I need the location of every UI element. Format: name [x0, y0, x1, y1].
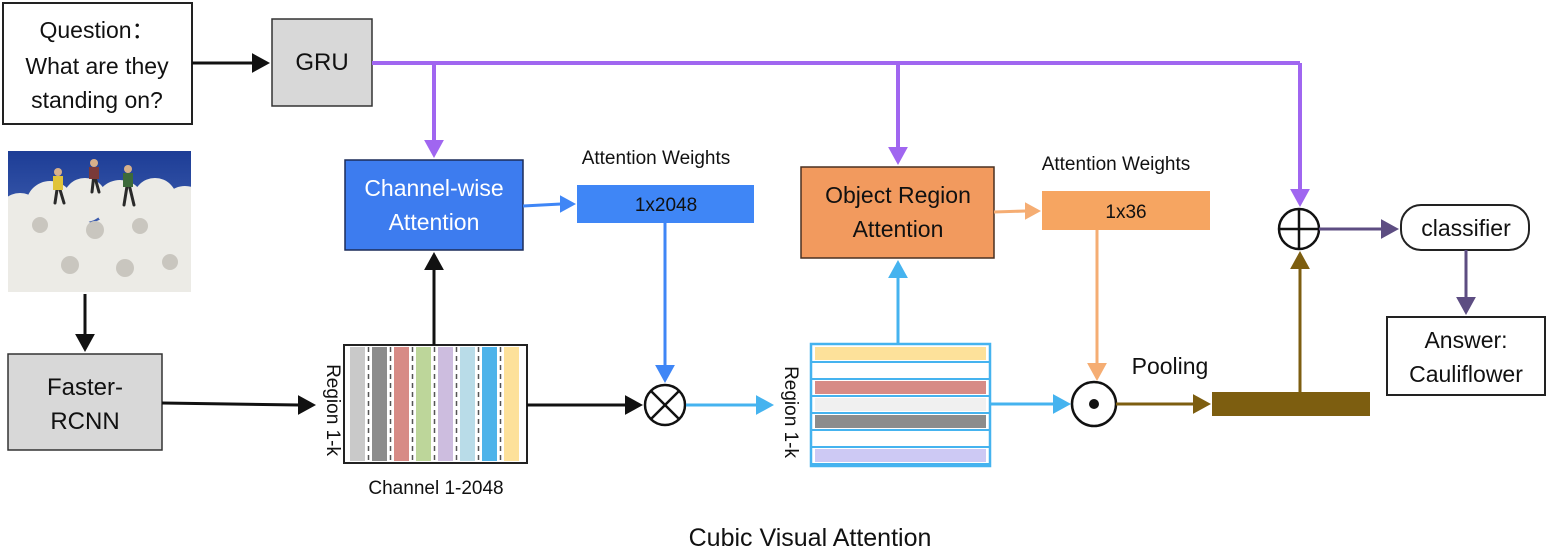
arrow-head: [252, 53, 270, 73]
channel-stripe: [438, 347, 453, 461]
multiply-operator: [643, 383, 687, 427]
pooling-label: Pooling: [1132, 353, 1209, 379]
arrow-head: [1053, 394, 1071, 414]
region-row: [815, 415, 986, 428]
arrow-head: [1290, 189, 1310, 207]
region-row: [815, 381, 986, 394]
add-operator: [1277, 207, 1321, 251]
channel-stripe: [350, 347, 365, 461]
flow-arrows: [75, 53, 1476, 415]
object-weights-title: Attention Weights: [1042, 154, 1191, 175]
arrow-head: [1193, 394, 1211, 414]
region-row: [815, 449, 986, 462]
pooled-feature-bar: [1212, 392, 1370, 416]
region-row: [815, 432, 986, 445]
object-weights-label: 1x36: [1105, 202, 1146, 223]
question-line-2: What are they: [25, 53, 169, 79]
channel-stripes: [350, 347, 519, 461]
channel-feature-map: Region 1-k Channel 1-2048: [322, 344, 528, 499]
question-line-3: standing on?: [31, 87, 163, 113]
arrow-head: [888, 260, 908, 278]
object-attention-line-1: Object Region: [825, 182, 971, 208]
arrow-head: [1025, 202, 1041, 220]
arrow-head: [560, 195, 576, 213]
region-rows: [811, 347, 990, 465]
region-row: [815, 347, 986, 360]
region-row: [815, 398, 986, 411]
arrow-head: [1381, 219, 1399, 239]
skiers-on-clouds-photo: [8, 151, 191, 292]
gru-label: GRU: [295, 49, 348, 76]
answer-line-2: Cauliflower: [1409, 361, 1523, 387]
channel-stripe: [460, 347, 475, 461]
channel-wise-attention-box: Channel-wise Attention: [344, 159, 524, 251]
arrow-head: [75, 334, 95, 352]
arrow-head: [1456, 297, 1476, 315]
arrow-head: [424, 252, 444, 270]
dot-operator: [1070, 380, 1118, 428]
channel-map-channel-label: Channel 1-2048: [368, 478, 503, 499]
channel-stripe: [372, 347, 387, 461]
classifier-box: classifier: [1400, 204, 1530, 251]
channel-stripe: [482, 347, 497, 461]
channel-stripe: [394, 347, 409, 461]
faster-rcnn-box: Faster- RCNN: [7, 353, 163, 451]
channel-weights-bar: 1x2048: [577, 185, 754, 223]
answer-line-1: Answer:: [1424, 327, 1507, 353]
arrow-line: [161, 401, 300, 407]
arrow-head: [424, 140, 444, 158]
arrow-head: [1290, 251, 1310, 269]
arrow-head: [888, 147, 908, 165]
channel-weights-label: 1x2048: [635, 195, 697, 216]
answer-box: Answer: Cauliflower: [1386, 316, 1546, 396]
region-map-region-label: Region 1-k: [780, 366, 801, 458]
object-region-attention-box: Object Region Attention: [800, 166, 995, 259]
question-line-1: Question：: [39, 17, 154, 43]
arrow-head: [1087, 363, 1107, 381]
channel-weights-title: Attention Weights: [582, 148, 731, 169]
region-row: [815, 364, 986, 377]
arrow-head: [756, 395, 774, 415]
channel-stripe: [504, 347, 519, 461]
arrow-head: [655, 365, 675, 383]
arrow-head: [298, 395, 316, 415]
channel-map-region-label: Region 1-k: [322, 364, 343, 456]
faster-rcnn-line-1: Faster-: [47, 374, 123, 401]
channel-attention-line-2: Attention: [389, 209, 480, 235]
arrow-line: [522, 202, 562, 208]
arrow-line: [993, 209, 1027, 214]
diagram-caption: Cubic Visual Attention: [689, 524, 932, 550]
region-feature-map: Region 1-k: [780, 342, 992, 468]
channel-stripe: [416, 347, 431, 461]
question-box: Question： What are they standing on?: [2, 2, 193, 125]
classifier-label: classifier: [1421, 215, 1511, 241]
object-attention-line-2: Attention: [853, 216, 944, 242]
faster-rcnn-line-2: RCNN: [50, 408, 119, 435]
gru-box: GRU: [271, 18, 373, 107]
object-weights-bar: 1x36: [1042, 191, 1210, 230]
channel-attention-line-1: Channel-wise: [364, 175, 503, 201]
arrow-head: [625, 395, 643, 415]
